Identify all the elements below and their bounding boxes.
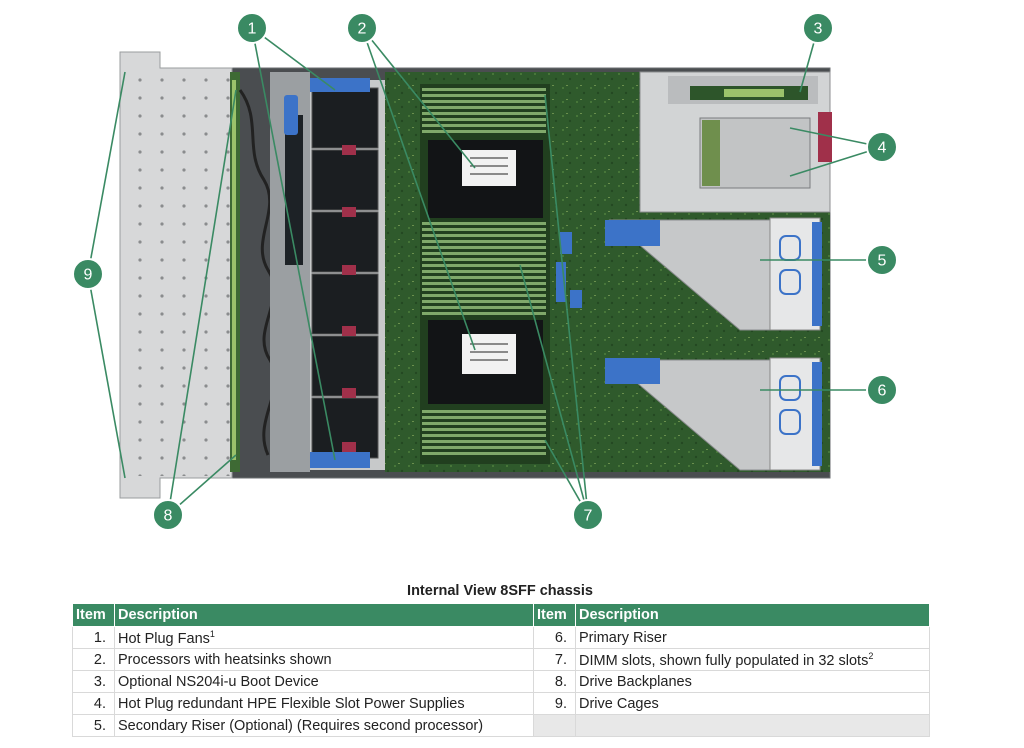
svg-text:3: 3 xyxy=(814,21,823,38)
center-latches xyxy=(556,232,582,308)
header-item: Item xyxy=(533,603,576,627)
item-description-text: Drive Backplanes xyxy=(579,673,692,690)
processors-heatsinks xyxy=(428,140,543,404)
server-internal-view-diagram: 1 2 3 4 5 6 7 8 9 xyxy=(72,12,898,531)
item-number: 9. xyxy=(533,692,576,715)
callout-7: 7 xyxy=(572,499,604,531)
item-description: Drive Cages xyxy=(575,692,930,715)
svg-text:9: 9 xyxy=(84,267,93,284)
item-description-text: Drive Cages xyxy=(579,695,659,712)
item-description-text: DIMM slots, shown fully populated in 32 … xyxy=(579,652,869,669)
item-description: Optional NS204i-u Boot Device xyxy=(114,670,534,693)
footnote-marker: 2 xyxy=(868,650,874,661)
item-description-text: Hot Plug Fans xyxy=(118,630,210,647)
footnote-marker: 1 xyxy=(209,628,215,639)
table-header-row: Item Description Item Description xyxy=(72,603,930,627)
item-number: 6. xyxy=(533,626,576,649)
header-description: Description xyxy=(114,603,534,627)
diagram-caption: Internal View 8SFF chassis xyxy=(407,583,593,599)
callout-8: 8 xyxy=(152,499,184,531)
item-number: 4. xyxy=(72,692,115,715)
primary-riser xyxy=(605,357,822,471)
header-description: Description xyxy=(575,603,930,627)
item-description: Processors with heatsinks shown xyxy=(114,648,534,671)
item-description-table: Item Description Item Description 1.Hot … xyxy=(72,603,930,737)
drive-cages xyxy=(119,51,233,499)
callout-leaders xyxy=(87,27,883,516)
item-description: Secondary Riser (Optional) (Requires sec… xyxy=(114,714,534,737)
hot-plug-fans xyxy=(310,78,379,468)
svg-text:8: 8 xyxy=(164,508,173,525)
item-description: Hot Plug redundant HPE Flexible Slot Pow… xyxy=(114,692,534,715)
table-row: 4.Hot Plug redundant HPE Flexible Slot P… xyxy=(72,692,930,715)
svg-text:7: 7 xyxy=(584,508,593,525)
callout-9: 9 xyxy=(72,258,104,290)
item-description: Hot Plug Fans1 xyxy=(114,626,534,649)
empty-cell xyxy=(575,714,930,737)
item-description-text: Secondary Riser (Optional) (Requires sec… xyxy=(118,717,484,734)
item-number: 1. xyxy=(72,626,115,649)
item-description: Primary Riser xyxy=(575,626,930,649)
table-row: 2.Processors with heatsinks shown 7. DIMM… xyxy=(72,648,930,671)
svg-text:4: 4 xyxy=(878,140,887,157)
item-number: 5. xyxy=(72,714,115,737)
secondary-riser xyxy=(605,217,822,331)
item-number: 2. xyxy=(72,648,115,671)
item-description-text: Processors with heatsinks shown xyxy=(118,651,332,668)
callout-5: 5 xyxy=(866,244,898,276)
item-number: 3. xyxy=(72,670,115,693)
empty-cell xyxy=(533,714,576,737)
svg-text:2: 2 xyxy=(358,21,367,38)
item-description-text: Hot Plug redundant HPE Flexible Slot Pow… xyxy=(118,695,465,712)
svg-text:6: 6 xyxy=(878,383,887,400)
callout-2: 2 xyxy=(346,12,378,44)
item-description-text: Primary Riser xyxy=(579,629,667,646)
item-description: DIMM slots, shown fully populated in 32 … xyxy=(575,648,930,671)
header-item: Item xyxy=(72,603,115,627)
item-description-text: Optional NS204i-u Boot Device xyxy=(118,673,319,690)
boot-device xyxy=(690,86,808,100)
callout-1: 1 xyxy=(236,12,268,44)
item-description: Drive Backplanes xyxy=(575,670,930,693)
item-number: 7. xyxy=(533,648,576,671)
table-row: 3.Optional NS204i-u Boot Device 8.Drive B… xyxy=(72,670,930,693)
item-number: 8. xyxy=(533,670,576,693)
svg-text:5: 5 xyxy=(878,253,887,270)
callout-3: 3 xyxy=(802,12,834,44)
callout-4: 4 xyxy=(866,131,898,163)
svg-text:1: 1 xyxy=(248,21,257,38)
callout-6: 6 xyxy=(866,374,898,406)
table-row: 5.Secondary Riser (Optional) (Requires s… xyxy=(72,714,930,737)
